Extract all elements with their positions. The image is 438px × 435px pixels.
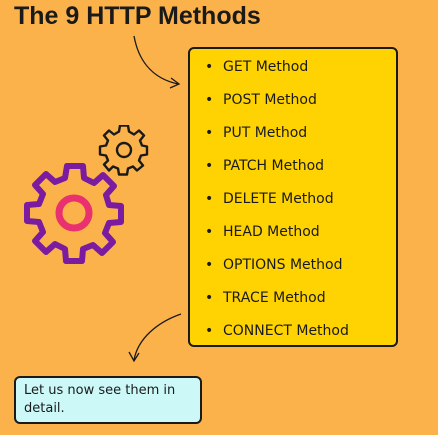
method-item-get: • GET Method [205, 57, 396, 90]
method-label: PATCH Method [223, 158, 325, 174]
methods-list: • GET Method • POST Method • PUT Method • PA… [205, 57, 396, 354]
bullet: • [205, 224, 214, 240]
small-gear-icon [98, 125, 149, 176]
method-item-connect: • CONNECT Method [205, 321, 396, 354]
method-item-head: • HEAD Method [205, 222, 396, 255]
bullet: • [205, 290, 214, 306]
note-text: Let us now see them in detail. [24, 383, 176, 416]
bullet: • [205, 257, 214, 273]
methods-box: • GET Method • POST Method • PUT Method • PA… [188, 47, 398, 347]
bullet: • [205, 323, 214, 339]
bullet: • [205, 191, 214, 207]
bullet: • [205, 158, 214, 174]
method-item-post: • POST Method [205, 90, 396, 123]
settings-gear-icon [24, 125, 149, 264]
method-label: GET Method [223, 59, 309, 75]
method-label: OPTIONS Method [223, 257, 343, 273]
method-item-options: • OPTIONS Method [205, 255, 396, 288]
note-box: Let us now see them in detail. [14, 376, 202, 424]
method-item-patch: • PATCH Method [205, 156, 396, 189]
method-label: POST Method [223, 92, 317, 108]
method-item-trace: • TRACE Method [205, 288, 396, 321]
bullet: • [205, 92, 214, 108]
method-label: CONNECT Method [223, 323, 349, 339]
method-label: TRACE Method [223, 290, 326, 306]
large-gear-icon [24, 163, 124, 264]
page-title: The 9 HTTP Methods [14, 2, 261, 30]
method-label: PUT Method [223, 125, 308, 141]
method-item-delete: • DELETE Method [205, 189, 396, 222]
bullet: • [205, 125, 214, 141]
method-label: DELETE Method [223, 191, 334, 207]
bullet: • [205, 59, 214, 75]
method-item-put: • PUT Method [205, 123, 396, 156]
method-label: HEAD Method [223, 224, 320, 240]
